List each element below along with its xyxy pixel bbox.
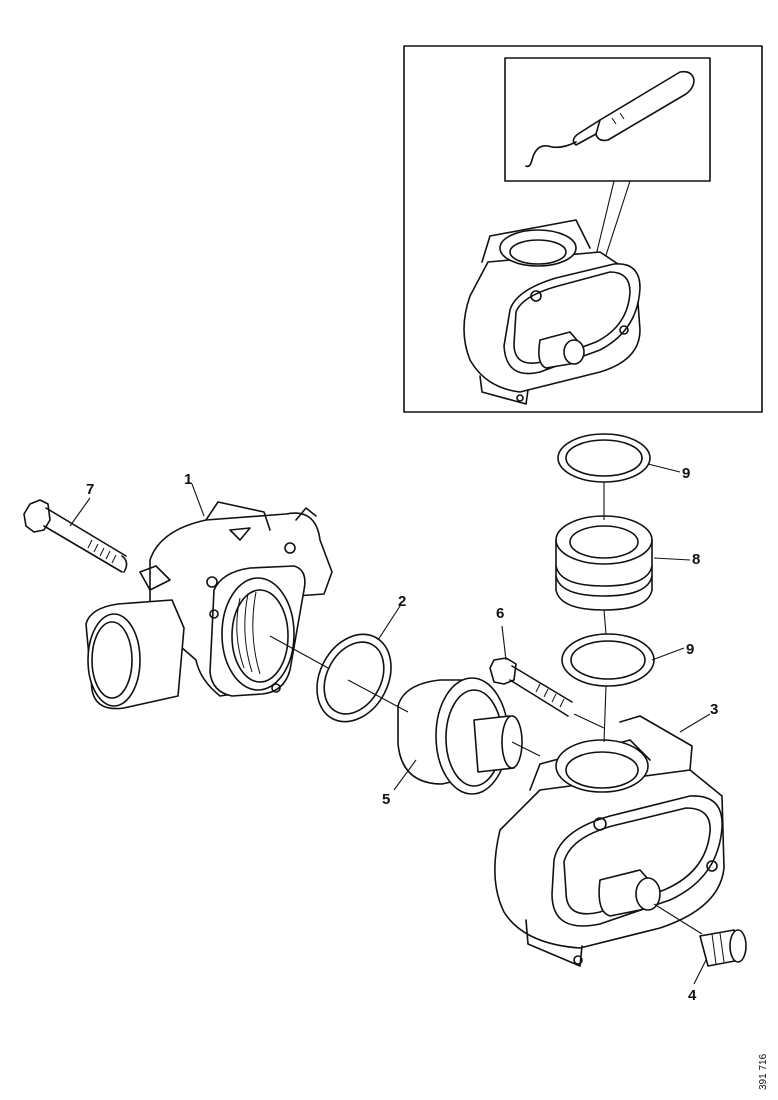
detail-inset [403, 45, 763, 413]
callout-7: 7 [86, 481, 94, 498]
part-7-bolt [23, 499, 128, 573]
callout-3: 3 [710, 701, 718, 718]
part-8-sleeve [555, 515, 653, 611]
part-2-o-ring [316, 633, 392, 723]
part-1-housing-cover [85, 501, 333, 710]
callout-6: 6 [496, 605, 504, 622]
figure-reference-code: 391 716 [758, 1053, 769, 1090]
inset-housing [463, 219, 641, 405]
assembly-axes [269, 482, 703, 935]
leader-lines [69, 463, 711, 985]
part-9-seal-upper [557, 433, 651, 483]
callout-9-upper: 9 [682, 465, 690, 482]
scribing-tool [525, 70, 695, 168]
part-6-bolt [489, 657, 573, 717]
part-5-thermostat [397, 677, 523, 795]
zoom-frame [504, 57, 711, 182]
part-9-seal-lower [561, 633, 655, 687]
part-4-plug [699, 929, 747, 967]
callout-4: 4 [688, 987, 697, 1004]
callout-5: 5 [382, 791, 390, 808]
callout-8: 8 [692, 551, 700, 568]
inset-frame [403, 45, 763, 413]
callout-1: 1 [184, 471, 192, 488]
callout-2: 2 [398, 593, 406, 610]
callout-9-lower: 9 [686, 641, 694, 658]
part-3-main-housing [494, 715, 725, 967]
callouts: 7 1 2 3 4 5 6 8 9 9 [86, 465, 718, 1004]
